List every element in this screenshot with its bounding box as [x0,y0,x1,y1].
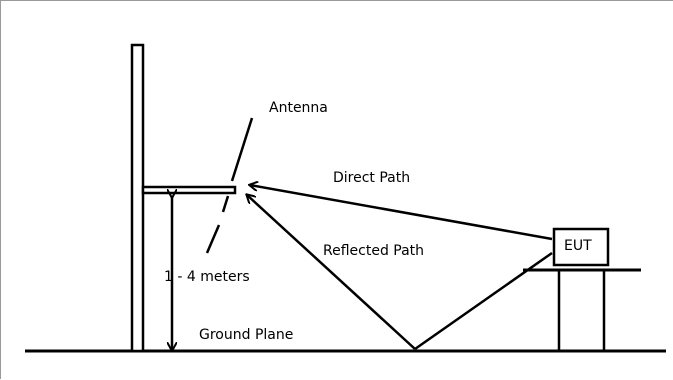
direct-path-arrow [250,185,553,241]
antenna-element [205,117,254,254]
reflected-path-segment-down [414,251,553,351]
reflected-path-segment-up [247,195,416,350]
height-label: 1 - 4 meters [164,269,250,285]
eut-table [523,268,641,351]
eut-label: EUT [564,238,592,254]
reflected-path-label: Reflected Path [323,243,425,259]
antenna-mast [130,43,145,353]
direct-path-label: Direct Path [333,170,411,186]
antenna-boom [141,185,237,195]
antenna-label: Antenna [269,100,328,116]
ground-plane-label: Ground Plane [199,327,294,343]
eut-box [552,227,610,267]
